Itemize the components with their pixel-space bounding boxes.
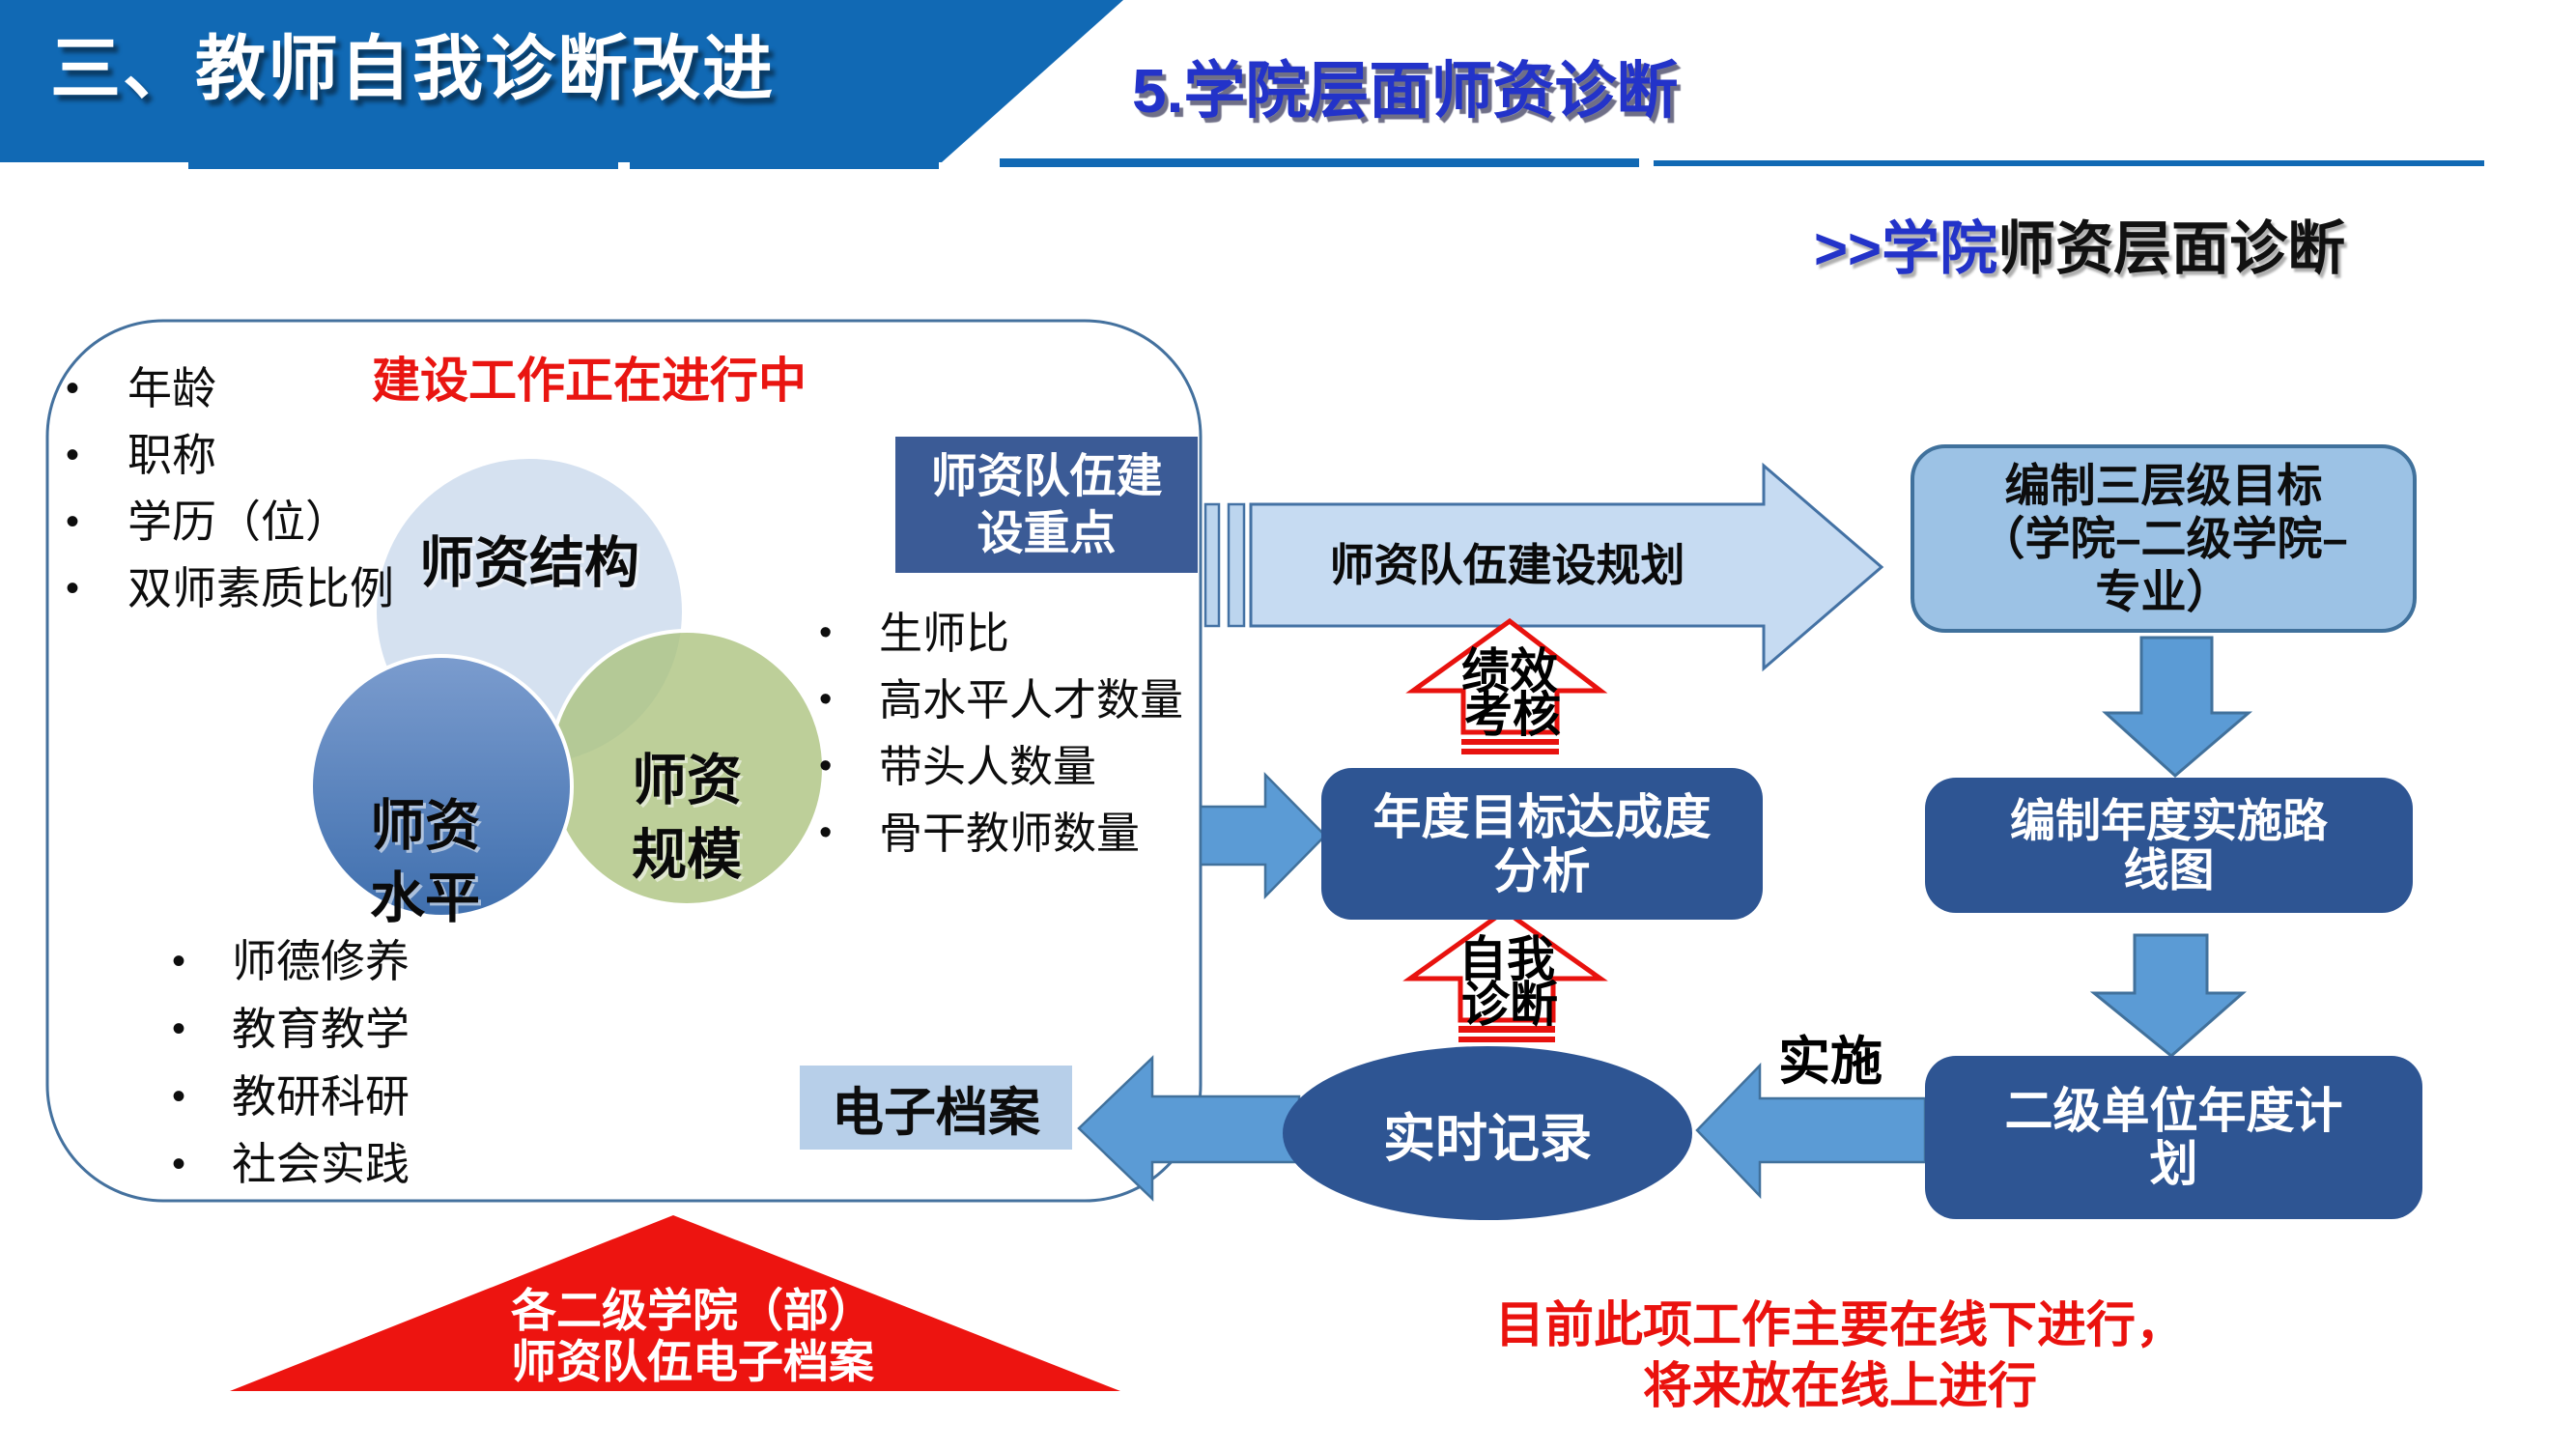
page-title: 三、教师自我诊断改进 [50,30,775,108]
venn-label-structure: 师资结构 [419,532,639,594]
list-item: •双师素质比例 [66,563,394,613]
breadcrumb-rest: 师资层面诊断 [1997,216,2346,281]
list-item: •教研科研 [172,1071,410,1122]
list-item: •生师比 [819,609,1010,658]
list-item: •师德修养 [172,936,410,986]
banner-bottom-strip-left [188,158,618,169]
list-item: •职称 [66,430,216,480]
earchive-triangle [230,1215,1120,1391]
venn-circle-level [309,654,574,919]
implement-arrow [1695,1062,1927,1200]
annual-plan-box: 二级单位年度计划 [1925,1056,2422,1219]
section-title: 5.学院层面师资诊断 [1132,56,1679,126]
status-note: 建设工作正在进行中 [372,354,807,408]
perf-arrow-label-2: 考核 [1464,688,1561,742]
pause-bar-2 [1227,502,1246,628]
perf-arrow-label-1: 绩效 [1461,644,1558,698]
perf-arrow-bar2 [1461,749,1559,754]
title-banner-shape [0,0,1123,162]
plan-arrow-shape [1249,462,1884,672]
down-arrow-2 [2089,933,2247,1058]
implement-label: 实施 [1778,1033,1882,1091]
diagnosis-panel-border [45,319,1203,1203]
triangle-callout-label: 各二级学院（部）师资队伍电子档案 [511,1285,874,1387]
self-arrow-outline [1402,907,1608,1023]
roadmap-box: 编制年度实施路线图 [1925,778,2413,913]
list-item: •社会实践 [172,1139,410,1189]
self-arrow-bar2 [1458,1037,1555,1042]
breadcrumb: >>学院师资层面诊断 [1814,214,2490,284]
arrow-to-earchive [1077,1055,1301,1202]
footnote: 目前此项工作主要在线下进行，将来放在线上进行 [1494,1297,2185,1413]
list-item: •年龄 [66,363,216,413]
perf-arrow-outline [1405,617,1608,735]
list-item: •教育教学 [172,1004,410,1054]
header-underline-left [1000,158,1639,167]
focus-box: 师资队伍建设重点 [895,437,1198,573]
venn-label-scale: 师资规模 [632,750,742,886]
breadcrumb-prefix: >> [1814,216,1882,281]
self-arrow-bar1 [1458,1026,1555,1033]
list-item: •学历（位） [66,497,350,547]
self-arrow-label-2: 诊断 [1461,978,1558,1032]
self-arrow-label-1: 自我 [1458,932,1555,986]
header-underline-right [1654,160,2484,166]
level-bullet-list: •师德修养 •教育教学 •教研科研 •社会实践 [164,927,410,1198]
banner-bottom-strip-right [630,158,939,169]
structure-bullet-list: •年龄 •职称 •学历（位） •双师素质比例 [58,355,394,622]
analysis-box: 年度目标达成度分析 [1321,768,1763,920]
venn-label-level: 师资水平 [370,795,480,929]
breadcrumb-college: 学院 [1882,216,1998,281]
down-arrow-1 [2102,636,2253,778]
earchive-box: 电子档案 [800,1066,1072,1150]
perf-arrow-bar1 [1461,739,1559,745]
list-item: •带头人数量 [819,742,1097,791]
record-ellipse: 实时记录 [1283,1046,1692,1220]
list-item: •高水平人才数量 [819,675,1184,725]
focus-bullet-list: •生师比 •高水平人才数量 •带头人数量 •骨干教师数量 [811,600,1183,867]
arrow-to-analysis [1199,771,1327,900]
plan-arrow-label: 师资队伍建设规划 [1329,540,1685,590]
goal-box: 编制三层级目标（学院–二级学院–专业） [1911,444,2417,633]
pause-bar-1 [1203,502,1221,628]
list-item: •骨干教师数量 [819,809,1141,858]
